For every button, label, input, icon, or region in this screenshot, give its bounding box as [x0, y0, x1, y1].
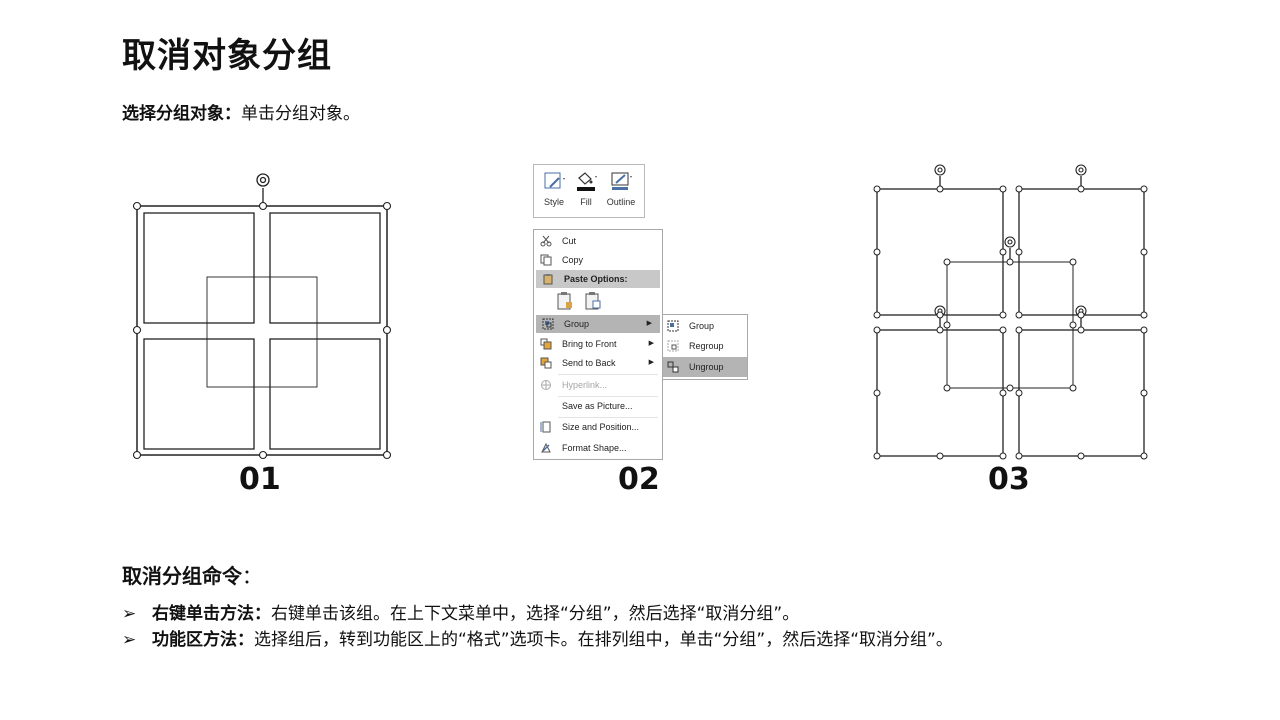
- menu-divider: [558, 396, 658, 397]
- bring-to-front-label: Bring to Front: [562, 339, 617, 349]
- format-shape-icon: [541, 442, 551, 453]
- menu-item-hyperlink[interactable]: Hyperlink...: [534, 376, 662, 394]
- square-center: [206, 276, 318, 388]
- fill-button[interactable]: Fill: [571, 170, 601, 207]
- submenu-item-group[interactable]: Group: [663, 316, 747, 336]
- square-top-right: [269, 212, 381, 324]
- paste-keep-formatting-icon[interactable]: [556, 291, 574, 311]
- submenu-arrow-icon: ▶: [646, 320, 652, 327]
- send-to-back-label: Send to Back: [562, 358, 616, 368]
- menu-divider: [558, 417, 658, 418]
- style-button[interactable]: Style: [539, 170, 569, 207]
- submenu-group-label: Group: [689, 321, 715, 331]
- submenu-arrow-icon: ▶: [648, 340, 654, 347]
- select-instruction: 选择分组对象：单击分组对象。: [122, 99, 360, 124]
- save-as-picture-label: Save as Picture...: [562, 401, 633, 411]
- method-text: 选择组后，转到功能区上的“格式”选项卡。在排列组中，单击“分组”，然后选择“取消…: [254, 630, 953, 650]
- hyperlink-label: Hyperlink...: [562, 380, 608, 390]
- submenu-regroup-label: Regroup: [689, 341, 724, 351]
- copy-icon: [540, 254, 552, 266]
- regroup-icon: [667, 340, 679, 352]
- rotate-handle-icon: [934, 164, 1087, 317]
- group-submenu: Group Regroup Ungroup: [662, 314, 748, 380]
- square-bottom-left: [876, 329, 1004, 457]
- menu-item-format-shape[interactable]: Format Shape...: [534, 439, 662, 457]
- method-title: 右键单击方法：: [152, 604, 271, 624]
- copy-label: Copy: [562, 255, 584, 265]
- scissors-icon: [540, 235, 552, 247]
- format-shape-label: Format Shape...: [562, 443, 627, 453]
- square-bottom-right: [1018, 329, 1145, 457]
- fill-label: Fill: [580, 197, 592, 207]
- commands-heading-text: 取消分组命令: [122, 564, 242, 588]
- paste-options-label: Paste Options:: [564, 274, 628, 284]
- commands-heading-colon: ：: [242, 564, 262, 588]
- square-center: [946, 261, 1074, 389]
- square-bottom-right: [269, 338, 381, 450]
- page-title: 取消对象分组: [122, 36, 332, 76]
- square-top-left: [143, 212, 255, 324]
- size-position-icon: [540, 421, 551, 433]
- square-bottom-left: [143, 338, 255, 450]
- bring-to-front-icon: [540, 338, 552, 350]
- outline-pen-icon: [611, 172, 632, 190]
- figure-01-label: 01: [239, 462, 281, 497]
- style-label: Style: [543, 197, 564, 207]
- submenu-ungroup-label: Ungroup: [689, 362, 724, 372]
- method-title: 功能区方法：: [152, 630, 254, 650]
- bullet-ribbon-method: ➢ 功能区方法：选择组后，转到功能区上的“格式”选项卡。在排列组中，单击“分组”，…: [122, 625, 953, 650]
- bullet-arrow-icon: ➢: [122, 630, 137, 650]
- figure-02-label: 02: [618, 462, 660, 497]
- menu-paste-options-header: Paste Options:: [536, 270, 660, 288]
- group-icon: [542, 318, 554, 330]
- figure-03-ungrouped-objects[interactable]: [866, 160, 1156, 465]
- shape-style-icon: [544, 172, 565, 189]
- group-label: Group: [564, 319, 590, 329]
- menu-item-group[interactable]: Group ▶: [536, 315, 660, 333]
- send-to-back-icon: [540, 357, 552, 369]
- bullet-arrow-icon: ➢: [122, 604, 137, 624]
- select-heading: 选择分组对象：: [122, 104, 241, 124]
- group-bounding-box: [136, 205, 388, 456]
- clipboard-icon: [543, 274, 553, 285]
- bullet-right-click-method: ➢ 右键单击方法：右键单击该组。在上下文菜单中，选择“分组”，然后选择“取消分组”…: [122, 599, 799, 624]
- square-top-left: [876, 188, 1004, 316]
- paint-bucket-icon: [577, 172, 597, 191]
- context-menu: Cut Copy Paste Options: Group ▶ Bring to…: [533, 229, 663, 460]
- ungroup-icon: [667, 361, 679, 373]
- menu-item-copy[interactable]: Copy: [534, 251, 662, 269]
- submenu-item-ungroup[interactable]: Ungroup: [663, 357, 747, 377]
- outline-button[interactable]: Outline: [606, 170, 636, 207]
- size-and-position-label: Size and Position...: [562, 422, 640, 432]
- menu-item-send-to-back[interactable]: Send to Back ▶: [534, 354, 662, 372]
- method-text: 右键单击该组。在上下文菜单中，选择“分组”，然后选择“取消分组”。: [271, 604, 800, 624]
- hyperlink-icon: [541, 380, 551, 390]
- menu-item-size-and-position[interactable]: Size and Position...: [534, 418, 662, 436]
- outline-label: Outline: [606, 197, 636, 207]
- submenu-item-regroup[interactable]: Regroup: [663, 336, 747, 356]
- format-ribbon: Style Fill Outline: [533, 164, 645, 218]
- select-text: 单击分组对象。: [241, 104, 360, 124]
- rotate-handle-icon: [256, 173, 270, 187]
- menu-item-cut[interactable]: Cut: [534, 232, 662, 250]
- figure-03-label: 03: [988, 462, 1030, 497]
- cut-label: Cut: [562, 236, 577, 246]
- square-top-right: [1018, 188, 1145, 316]
- submenu-arrow-icon: ▶: [648, 359, 654, 366]
- ungroup-commands-heading: 取消分组命令：: [122, 560, 262, 589]
- paste-picture-icon[interactable]: [584, 291, 602, 311]
- menu-divider: [558, 374, 658, 375]
- group-icon: [667, 320, 679, 332]
- selection-handles: [132, 201, 392, 460]
- menu-item-save-as-picture[interactable]: Save as Picture...: [534, 397, 662, 415]
- selection-handles: [873, 185, 1148, 460]
- figure-01-grouped-object[interactable]: [128, 168, 398, 463]
- menu-item-bring-to-front[interactable]: Bring to Front ▶: [534, 335, 662, 353]
